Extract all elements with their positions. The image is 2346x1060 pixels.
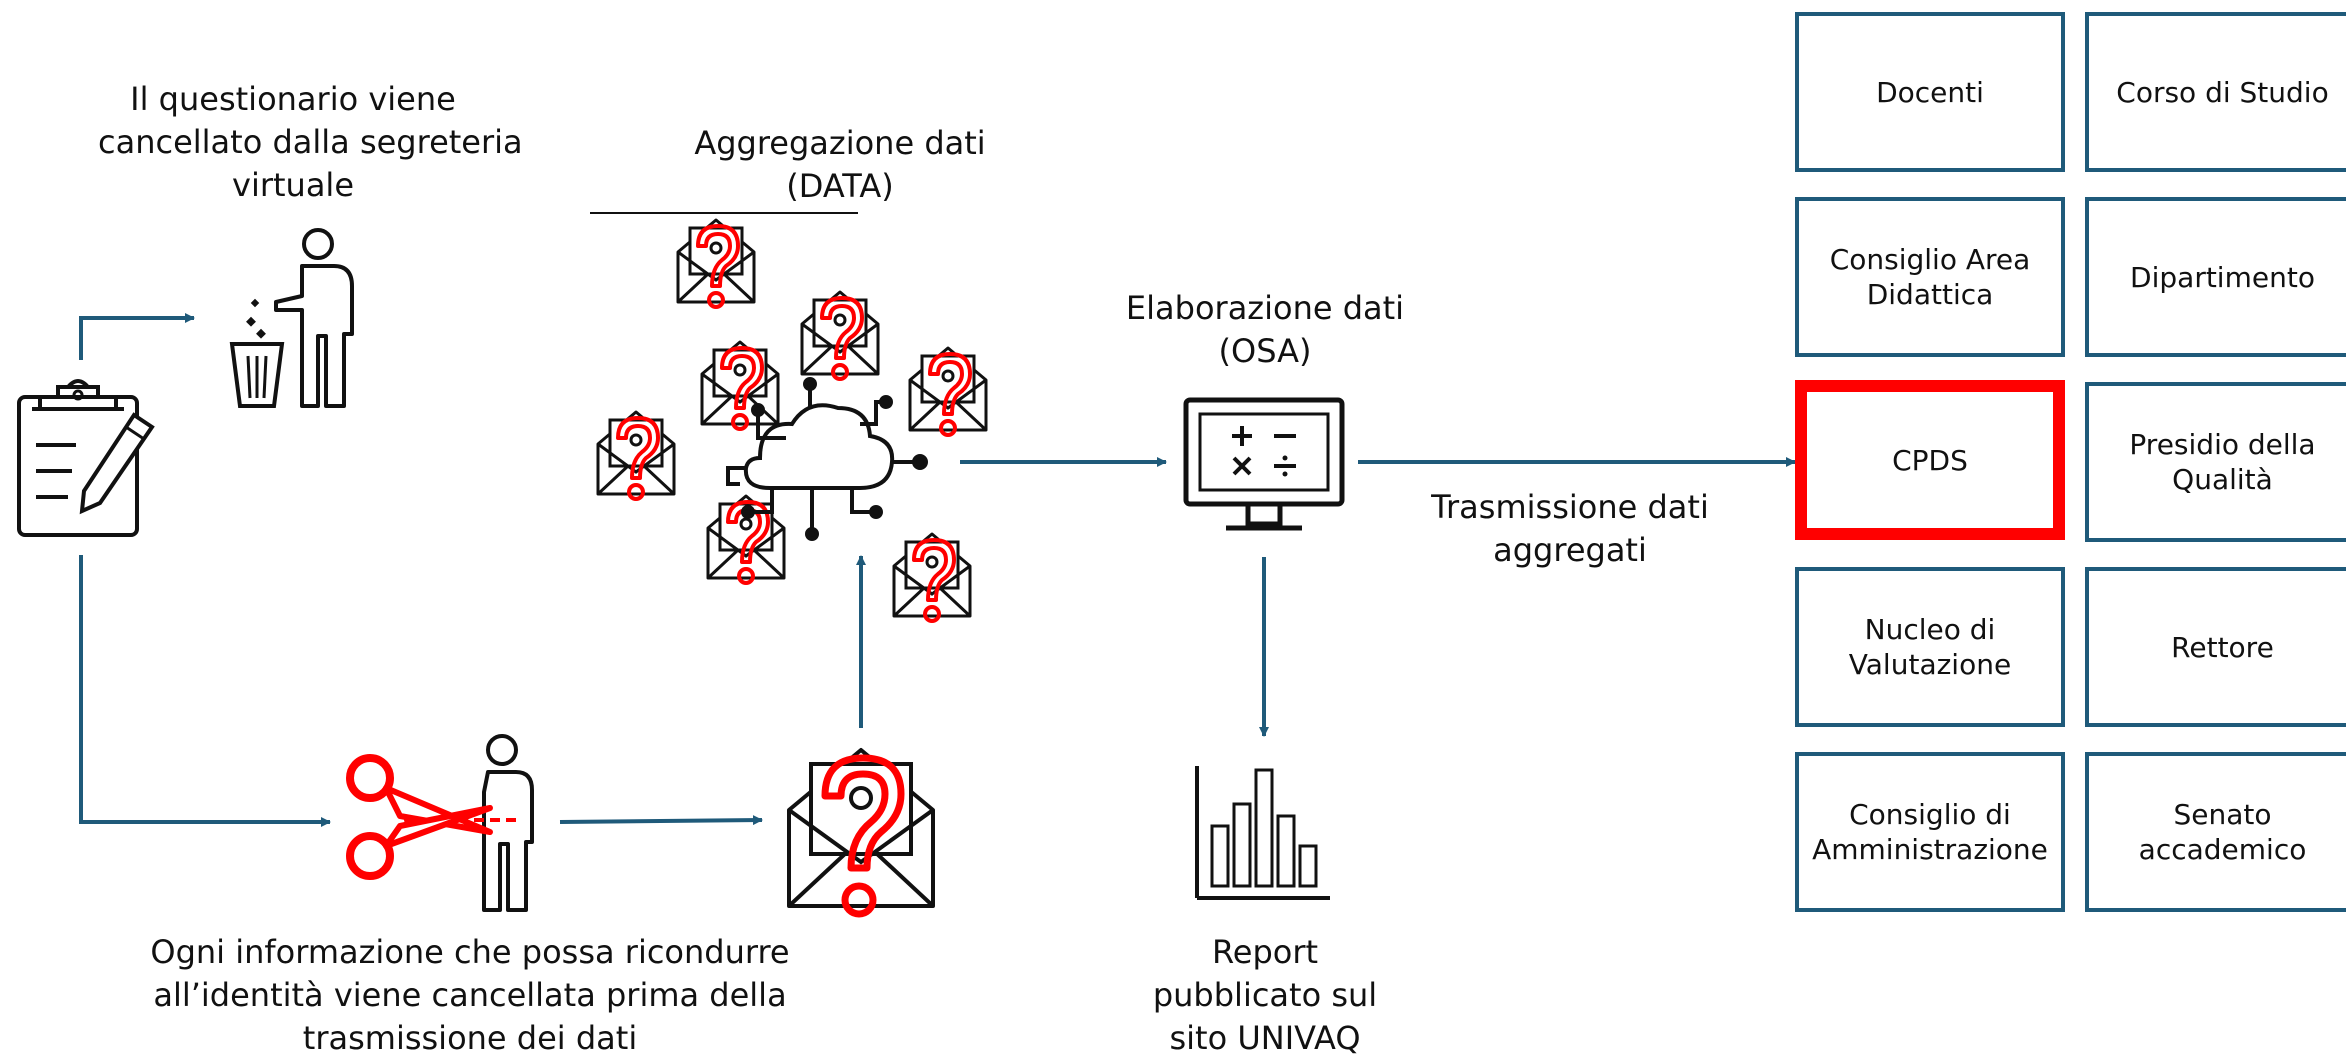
recipient-rettore: Rettore <box>2085 567 2346 727</box>
clipboard-pencil-icon <box>17 379 155 537</box>
anonymization-label: Ogni informazione che possa ricondurre a… <box>150 933 790 1057</box>
recipient-corso-di-studio: Corso di Studio <box>2085 12 2346 172</box>
person-trash-icon <box>229 228 354 408</box>
arrow-form-to-trash <box>79 313 195 360</box>
aggregation-label: Aggregazione dati (DATA) <box>694 124 986 205</box>
arrow-form-to-scissors <box>79 555 331 827</box>
envelope-question-icon <box>787 748 935 918</box>
bar-chart-icon <box>1195 766 1330 900</box>
arrow-scissors-to-envelope <box>559 815 763 826</box>
recipient-cpds: CPDS <box>1795 380 2065 540</box>
cloud-network-icon <box>590 212 988 623</box>
recipient-docenti: Docenti <box>1795 12 2065 172</box>
processing-label: Elaborazione dati (OSA) <box>1125 289 1405 370</box>
report-label: Report pubblicato sul sito UNIVAQ <box>1152 933 1378 1057</box>
computer-calculator-icon <box>1183 397 1345 531</box>
scissors-person-icon <box>346 734 534 912</box>
deletion-label: Il questionario viene cancellato dalla s… <box>98 80 523 204</box>
transmission-label: Trasmissione dati aggregati <box>1431 488 1709 569</box>
recipient-dipartimento: Dipartimento <box>2085 197 2346 357</box>
